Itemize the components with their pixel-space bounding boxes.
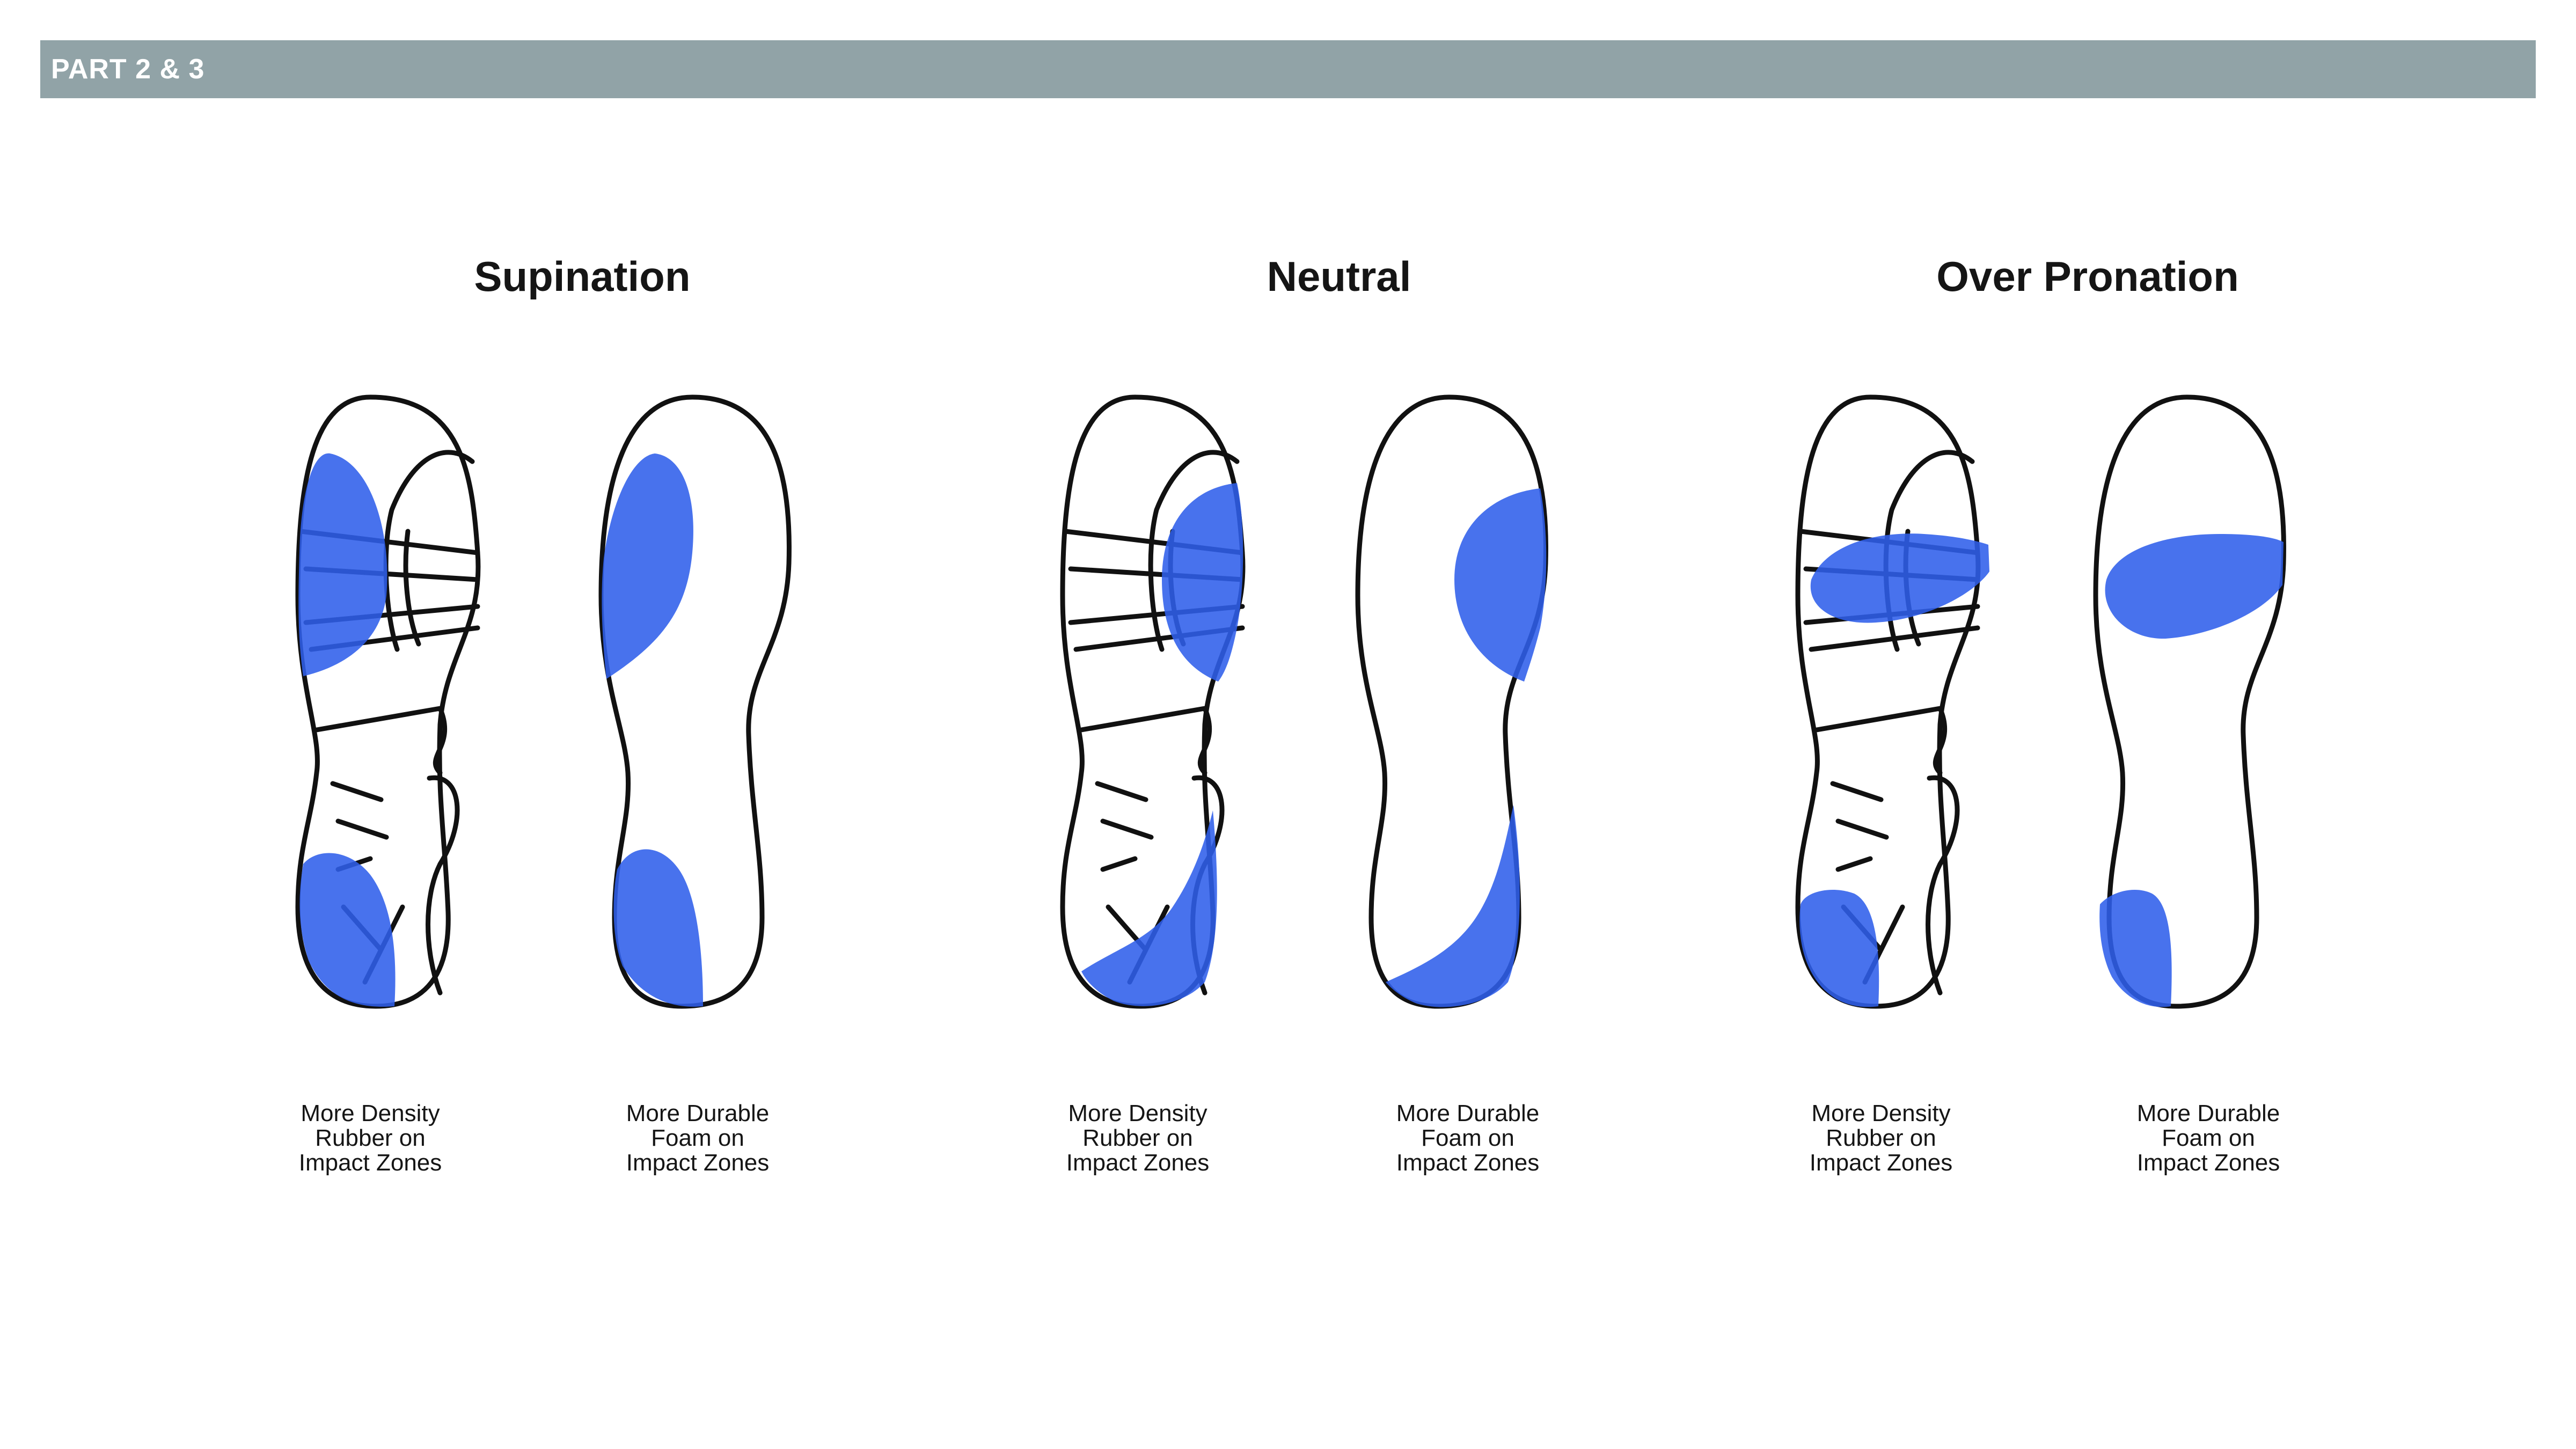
caption-line: More Durable xyxy=(626,1100,770,1126)
caption-line: Foam on xyxy=(1421,1125,1514,1151)
overpronation-rubber-sole xyxy=(1798,397,1989,1007)
caption-line: Impact Zones xyxy=(298,1150,442,1176)
impact-zone-heel-lateral xyxy=(299,853,396,1007)
caption-line: Impact Zones xyxy=(1809,1150,1953,1176)
group-title-over-pronation: Over Pronation xyxy=(1936,253,2239,300)
impact-zone-heel-medial xyxy=(1799,889,1879,1007)
group-title-supination: Supination xyxy=(474,253,691,300)
caption-line: More Density xyxy=(1068,1100,1208,1126)
foam-impact-zone-heel-medial xyxy=(2099,889,2172,1007)
neutral-foam-sole xyxy=(1358,397,1546,1007)
supination-foam-sole xyxy=(601,397,789,1007)
foam-impact-zone-forefoot-medial xyxy=(1454,488,1547,682)
impact-zone-heel-center xyxy=(1081,810,1217,1006)
impact-zone-forefoot-lateral xyxy=(298,453,387,676)
caption-line: Impact Zones xyxy=(2136,1150,2280,1176)
foam-impact-zone-forefoot-lateral xyxy=(602,453,693,679)
impact-zone-forefoot-band xyxy=(1810,533,1989,623)
caption-neutral-rubber: More Density Rubber on Impact Zones xyxy=(1004,1101,1272,1175)
neutral-rubber-sole xyxy=(1063,397,1243,1006)
caption-line: Impact Zones xyxy=(1396,1150,1540,1176)
caption-line: Rubber on xyxy=(315,1125,426,1151)
caption-line: Impact Zones xyxy=(1066,1150,1210,1176)
caption-line: More Density xyxy=(301,1100,440,1126)
foam-impact-zone-heel-lateral xyxy=(613,849,703,1007)
caption-line: More Density xyxy=(1811,1100,1951,1126)
impact-zone-forefoot-medial xyxy=(1162,483,1243,682)
group-title-neutral: Neutral xyxy=(1267,253,1411,300)
caption-line: Foam on xyxy=(2162,1125,2255,1151)
foam-impact-zone-heel-center xyxy=(1386,805,1520,1007)
caption-overpronation-rubber: More Density Rubber on Impact Zones xyxy=(1747,1101,2015,1175)
caption-overpronation-foam: More Durable Foam on Impact Zones xyxy=(2074,1101,2343,1175)
caption-line: Rubber on xyxy=(1082,1125,1193,1151)
caption-supination-rubber: More Density Rubber on Impact Zones xyxy=(236,1101,504,1175)
caption-line: More Durable xyxy=(1396,1100,1540,1126)
caption-supination-foam: More Durable Foam on Impact Zones xyxy=(564,1101,832,1175)
caption-line: Rubber on xyxy=(1826,1125,1936,1151)
caption-line: More Durable xyxy=(2136,1100,2280,1126)
caption-line: Impact Zones xyxy=(626,1150,770,1176)
foam-impact-zone-forefoot-band xyxy=(2105,534,2284,639)
section-header-bar: PART 2 & 3 xyxy=(40,40,2536,98)
caption-neutral-foam: More Durable Foam on Impact Zones xyxy=(1334,1101,1602,1175)
caption-line: Foam on xyxy=(651,1125,744,1151)
section-header-label: PART 2 & 3 xyxy=(51,54,205,85)
overpronation-foam-sole xyxy=(2096,397,2284,1007)
supination-rubber-sole xyxy=(298,397,478,1007)
